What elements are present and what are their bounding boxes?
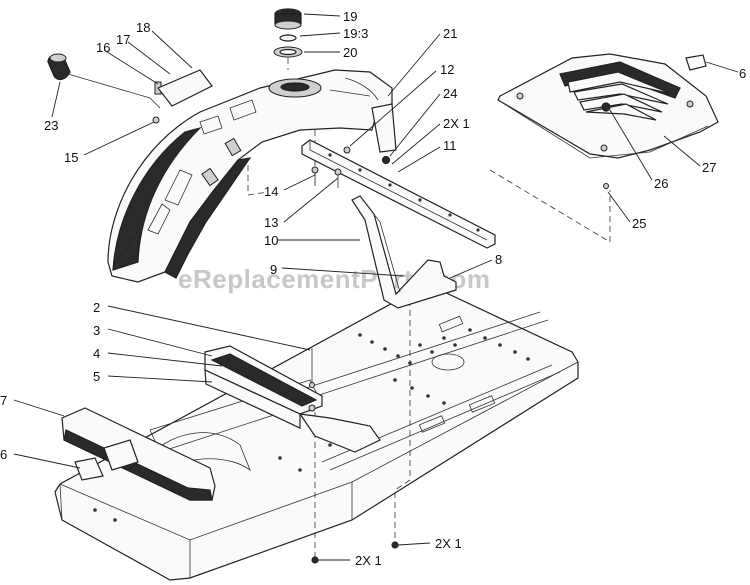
callout-2x1-right: 2X 1 bbox=[435, 536, 462, 551]
callout-2x1-top: 2X 1 bbox=[443, 116, 470, 131]
hood-screw bbox=[603, 183, 609, 189]
fuel-gauge bbox=[47, 53, 162, 109]
callout-20: 20 bbox=[343, 45, 357, 60]
callout-25: 25 bbox=[632, 216, 646, 231]
callout-12: 12 bbox=[440, 62, 454, 77]
callout-17: 17 bbox=[116, 32, 130, 47]
callout-11: 11 bbox=[443, 138, 457, 153]
seat-bracket bbox=[204, 345, 381, 453]
callout-6-bottom: 6 bbox=[0, 447, 7, 462]
hood-vents bbox=[559, 61, 681, 121]
callout-2: 2 bbox=[93, 300, 100, 315]
callout-5: 5 bbox=[93, 369, 100, 384]
callout-4: 4 bbox=[93, 346, 100, 361]
callout-7: 7 bbox=[0, 393, 7, 408]
decal-plate bbox=[152, 69, 213, 124]
callout-19: 19 bbox=[343, 9, 357, 24]
callout-18: 18 bbox=[136, 20, 150, 35]
callout-16: 16 bbox=[96, 40, 110, 55]
callout-24: 24 bbox=[443, 86, 457, 101]
callout-8: 8 bbox=[495, 252, 502, 267]
callout-9: 9 bbox=[270, 262, 277, 277]
callout-15: 15 bbox=[64, 150, 78, 165]
callout-21: 21 bbox=[443, 26, 457, 41]
fuel-cap bbox=[273, 8, 303, 58]
callout-13: 13 bbox=[264, 215, 278, 230]
leader-lines bbox=[13, 13, 739, 561]
callout-14: 14 bbox=[264, 184, 278, 199]
support-bracket bbox=[301, 139, 496, 309]
callout-6-top: 6 bbox=[739, 66, 746, 81]
callout-27: 27 bbox=[702, 160, 716, 175]
front-bumper bbox=[61, 407, 216, 501]
hardware-bolts bbox=[343, 146, 391, 165]
callout-3: 3 bbox=[93, 323, 100, 338]
bolt-bottom-right bbox=[391, 541, 399, 549]
callout-23: 23 bbox=[44, 118, 58, 133]
bolt-bottom-left bbox=[311, 556, 319, 564]
callout-10: 10 bbox=[264, 233, 278, 248]
callout-26: 26 bbox=[654, 176, 668, 191]
hood-cover bbox=[497, 53, 719, 159]
fender-tank bbox=[107, 69, 397, 283]
callout-labels: 19 19:3 20 21 18 17 16 12 24 2X 1 11 6 2… bbox=[0, 9, 746, 568]
callout-19-3: 19:3 bbox=[343, 26, 368, 41]
callout-2x1-bottom: 2X 1 bbox=[355, 553, 382, 568]
